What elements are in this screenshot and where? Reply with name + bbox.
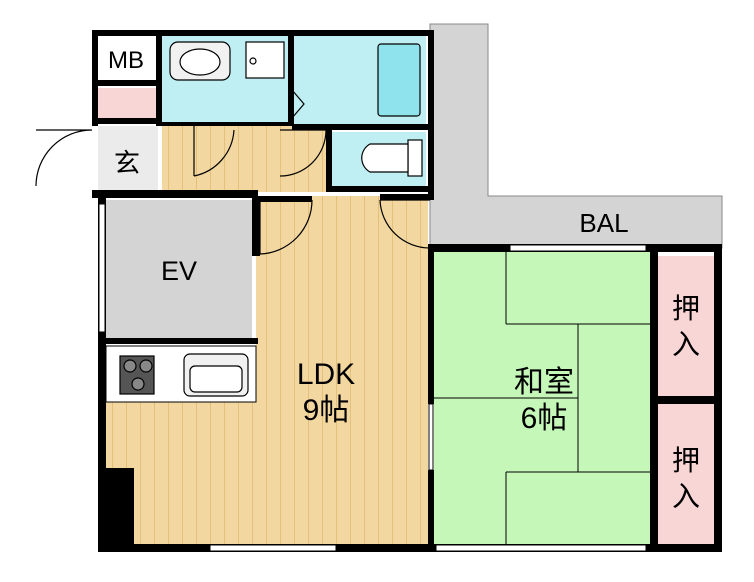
fixtures <box>119 41 423 397</box>
closet-bottom <box>658 404 714 544</box>
ldk-name-label: LDK <box>297 358 355 391</box>
meter-box <box>96 36 156 80</box>
entrance-area <box>98 126 158 192</box>
washitsu-name-label: 和室 <box>514 366 574 399</box>
bal-label: BAL <box>579 208 628 238</box>
doors <box>35 88 431 255</box>
ldk-floor <box>106 196 428 546</box>
ev-label: EV <box>161 256 197 286</box>
walls <box>92 30 722 552</box>
tatami-lines <box>434 250 654 544</box>
closet-top-label-1: 押 <box>672 293 700 324</box>
shoe-cabinet <box>98 88 156 118</box>
washitsu-floor <box>434 250 654 544</box>
closet-bottom-label-1: 押 <box>672 445 700 476</box>
corridor-floor <box>162 124 330 192</box>
closet-top <box>658 256 714 396</box>
ev-area <box>106 200 252 340</box>
windows <box>98 203 647 552</box>
washitsu-size-label: 6帖 <box>521 402 568 435</box>
ldk-size-label: 9帖 <box>303 394 350 427</box>
closet-top-label-2: 入 <box>672 329 700 360</box>
mb-label: MB <box>108 47 144 74</box>
entrance-label: 玄 <box>114 148 140 178</box>
balcony-area <box>429 23 723 249</box>
closet-bottom-label-2: 入 <box>672 481 700 512</box>
